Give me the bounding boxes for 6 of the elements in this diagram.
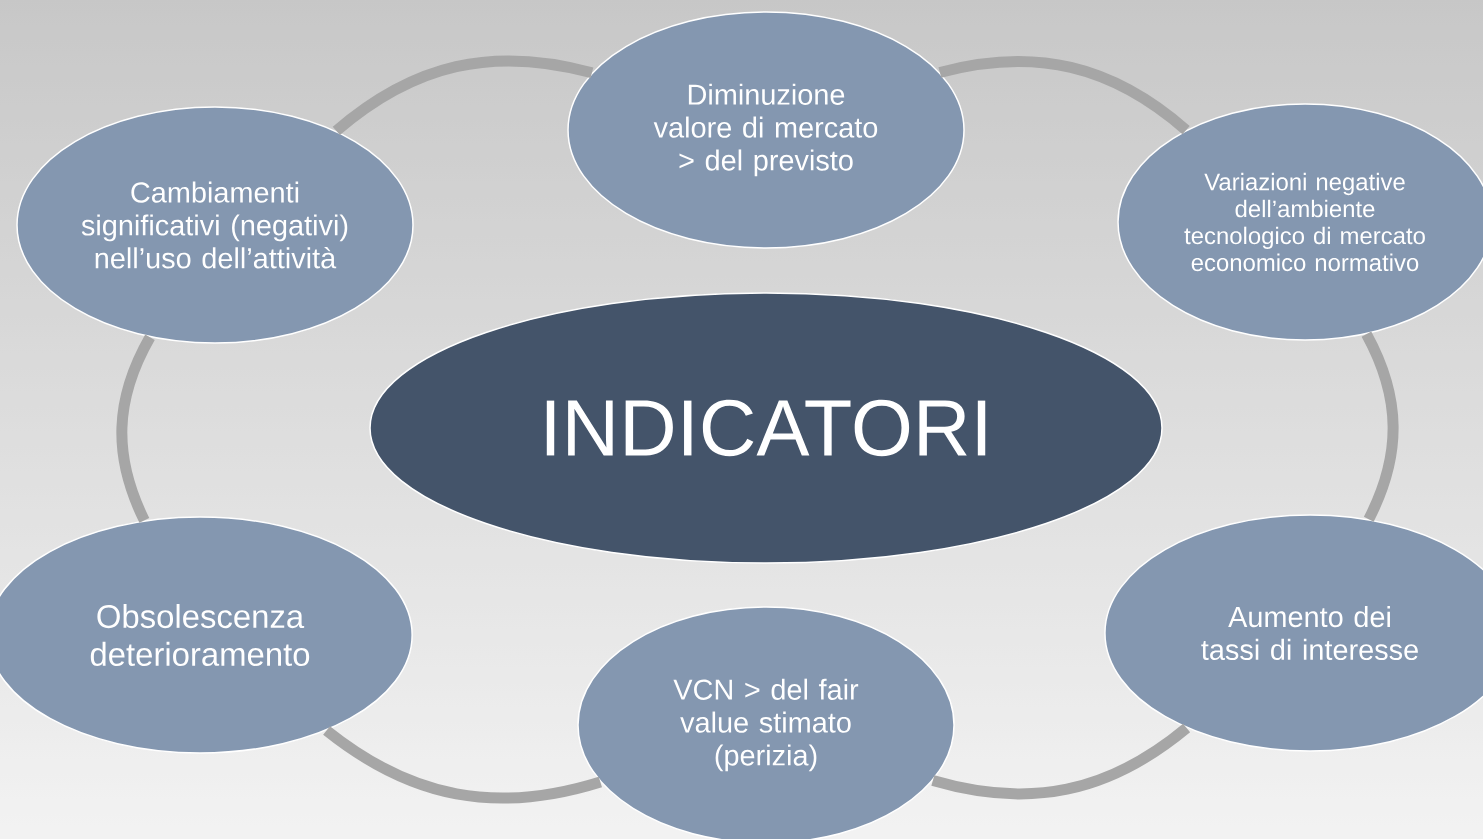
ring-arc — [116, 334, 155, 523]
ring-arc — [1361, 331, 1399, 522]
ring-arc — [938, 56, 1190, 135]
ring-arc — [332, 55, 594, 136]
ring-arc — [931, 723, 1190, 800]
ring-arc — [323, 726, 602, 804]
